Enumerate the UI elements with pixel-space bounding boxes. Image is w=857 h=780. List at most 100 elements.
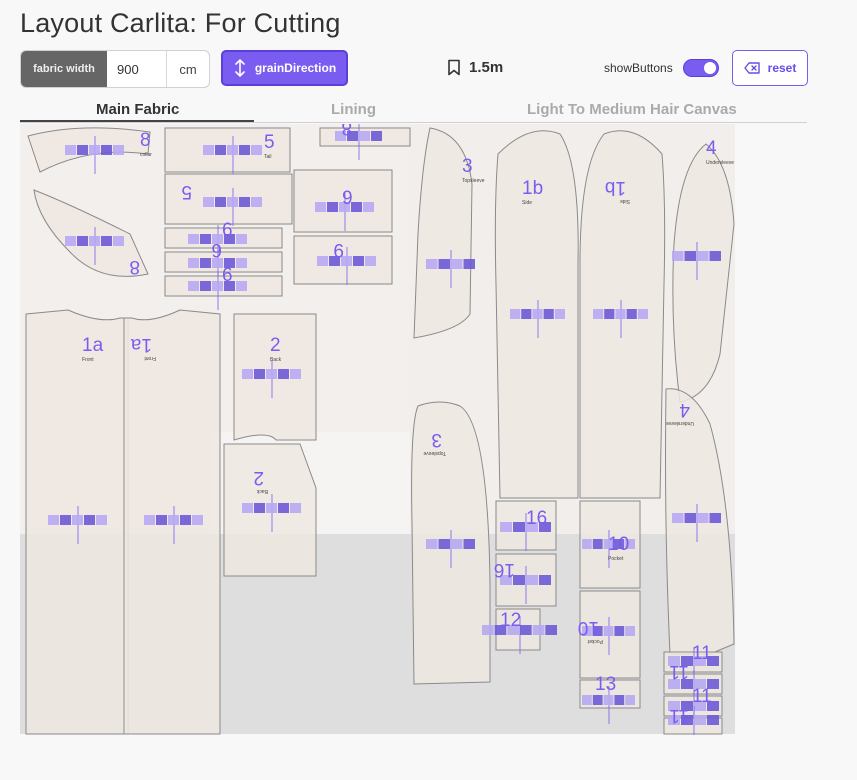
piece-action-button[interactable] <box>451 539 463 549</box>
piece-action-button[interactable] <box>532 309 543 319</box>
grain-direction-button[interactable]: grainDirection <box>221 50 348 86</box>
piece-action-button[interactable] <box>592 695 603 705</box>
piece-action-button[interactable] <box>156 515 167 525</box>
pattern-piece[interactable]: 16 <box>495 500 557 551</box>
piece-action-button[interactable] <box>668 656 680 666</box>
piece-action-button[interactable] <box>582 626 592 636</box>
piece-action-button[interactable] <box>438 259 451 269</box>
piece-action-button[interactable] <box>188 234 199 244</box>
piece-action-button[interactable] <box>242 369 253 379</box>
piece-action-button[interactable] <box>239 145 250 155</box>
piece-action-button[interactable] <box>327 202 338 212</box>
piece-action-button[interactable] <box>48 515 59 525</box>
piece-action-button[interactable] <box>614 626 625 636</box>
piece-action-button[interactable] <box>521 309 532 319</box>
piece-action-button[interactable] <box>212 281 223 291</box>
piece-action-button[interactable] <box>341 256 352 266</box>
piece-action-button[interactable] <box>200 234 211 244</box>
piece-action-button[interactable] <box>681 656 693 666</box>
pattern-piece[interactable]: 8 <box>33 189 149 277</box>
piece-action-button[interactable] <box>192 515 203 525</box>
piece-action-button[interactable] <box>614 539 625 549</box>
piece-action-button[interactable] <box>96 515 107 525</box>
piece-action-button[interactable] <box>668 679 680 689</box>
pattern-piece[interactable]: 6 <box>164 239 283 287</box>
piece-action-button[interactable] <box>694 715 706 725</box>
pattern-piece[interactable]: 6 <box>164 220 283 263</box>
piece-action-button[interactable] <box>694 656 706 666</box>
piece-action-button[interactable] <box>582 695 592 705</box>
piece-action-button[interactable] <box>200 258 211 268</box>
piece-action-button[interactable] <box>84 515 95 525</box>
reset-button[interactable]: reset <box>732 50 808 86</box>
piece-action-button[interactable] <box>180 515 191 525</box>
piece-action-button[interactable] <box>625 695 635 705</box>
pattern-piece[interactable]: 9 <box>293 235 393 285</box>
piece-action-button[interactable] <box>200 281 211 291</box>
piece-action-button[interactable] <box>672 251 684 261</box>
piece-action-button[interactable] <box>603 626 614 636</box>
piece-action-button[interactable] <box>625 539 635 549</box>
piece-action-button[interactable] <box>65 236 76 246</box>
piece-action-button[interactable] <box>709 513 722 523</box>
piece-action-button[interactable] <box>77 145 88 155</box>
piece-action-button[interactable] <box>482 625 494 635</box>
show-buttons-toggle[interactable] <box>682 59 719 77</box>
pattern-piece[interactable]: 8 <box>319 124 411 160</box>
piece-action-button[interactable] <box>363 202 374 212</box>
pattern-piece[interactable]: 5 <box>164 173 293 226</box>
piece-action-button[interactable] <box>339 202 350 212</box>
piece-action-button[interactable] <box>101 145 112 155</box>
piece-action-button[interactable] <box>637 309 648 319</box>
piece-action-button[interactable] <box>144 515 155 525</box>
piece-action-button[interactable] <box>188 281 199 291</box>
piece-action-button[interactable] <box>278 369 289 379</box>
piece-action-button[interactable] <box>513 575 525 585</box>
piece-action-button[interactable] <box>438 539 451 549</box>
piece-action-button[interactable] <box>494 625 507 635</box>
piece-action-button[interactable] <box>203 145 214 155</box>
piece-action-button[interactable] <box>65 145 76 155</box>
piece-action-button[interactable] <box>526 575 538 585</box>
piece-action-button[interactable] <box>224 234 235 244</box>
piece-action-button[interactable] <box>545 625 557 635</box>
piece-action-button[interactable] <box>290 503 301 513</box>
piece-action-button[interactable] <box>335 131 346 141</box>
piece-action-button[interactable] <box>463 259 476 269</box>
piece-action-button[interactable] <box>697 513 709 523</box>
piece-action-button[interactable] <box>451 259 463 269</box>
piece-action-button[interactable] <box>347 131 358 141</box>
tab-hair-canvas[interactable]: Light To Medium Hair Canvas <box>527 101 737 118</box>
piece-action-button[interactable] <box>463 539 476 549</box>
piece-action-button[interactable] <box>520 625 532 635</box>
pattern-piece[interactable]: 12 <box>482 608 557 654</box>
piece-action-button[interactable] <box>697 251 709 261</box>
piece-action-button[interactable] <box>500 522 512 532</box>
piece-action-button[interactable] <box>539 522 551 532</box>
piece-action-button[interactable] <box>266 369 277 379</box>
piece-action-button[interactable] <box>507 625 519 635</box>
piece-action-button[interactable] <box>254 369 265 379</box>
pattern-piece[interactable]: 13 <box>579 674 641 724</box>
tab-main-fabric[interactable]: Main Fabric <box>96 101 180 118</box>
piece-action-button[interactable] <box>543 309 554 319</box>
piece-action-button[interactable] <box>684 251 697 261</box>
piece-action-button[interactable] <box>215 197 226 207</box>
piece-action-button[interactable] <box>614 695 625 705</box>
piece-action-button[interactable] <box>242 503 253 513</box>
piece-action-button[interactable] <box>532 625 545 635</box>
piece-action-button[interactable] <box>681 715 693 725</box>
piece-action-button[interactable] <box>593 309 604 319</box>
piece-action-button[interactable] <box>224 258 235 268</box>
piece-action-button[interactable] <box>113 236 124 246</box>
piece-action-button[interactable] <box>317 256 328 266</box>
